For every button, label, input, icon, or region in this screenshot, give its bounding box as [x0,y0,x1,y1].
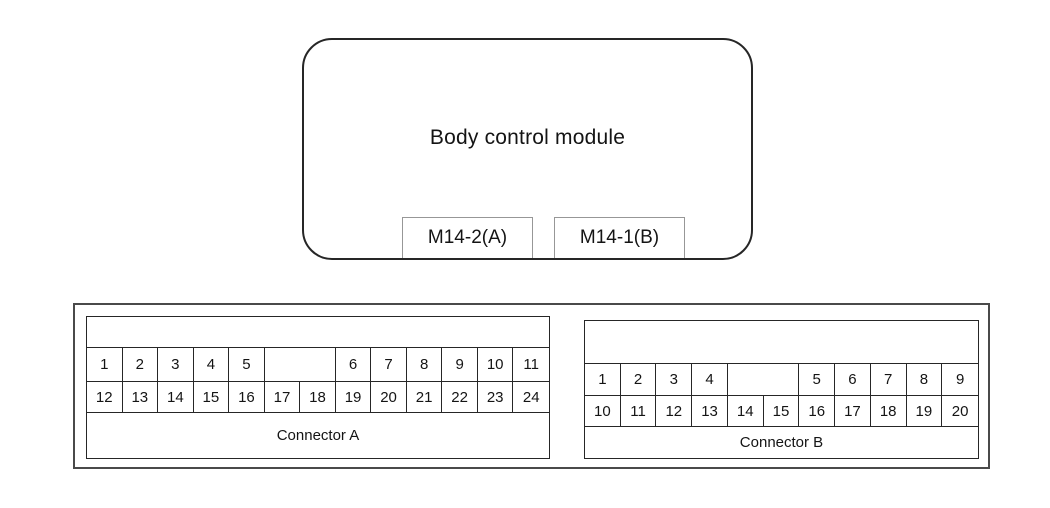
pin-cell-19: 19 [336,382,372,412]
connector-tag-m14-1b: M14-1(B) [554,217,685,258]
pin-cell-23: 23 [478,382,514,412]
pin-cell-7: 7 [371,348,407,381]
pin-cell-24: 24 [522,388,540,406]
pin-cell-18: 18 [300,382,336,412]
pin-cell-14: 14 [728,396,764,426]
pin-cell-16: 16 [799,396,836,426]
connector-b-label: Connector B [739,434,824,451]
module-title: Body control module [429,126,626,149]
pin-cell-18: 18 [871,396,907,426]
pin-cell-9: 9 [442,348,478,381]
pin-cell-1: 1 [585,364,621,395]
pin-cell-1: 1 [87,348,123,381]
pin-cell-13: 13 [123,382,159,412]
pin-cell-8: 8 [907,364,943,395]
pin-cell-12: 12 [87,382,123,412]
pin-cell-blank [265,348,336,381]
pin-cell-3: 3 [656,364,693,395]
pin-cell-15: 15 [764,396,800,426]
pin-cell-12: 12 [656,396,693,426]
pin-cell-11: 11 [621,396,657,426]
pin-cell-17: 17 [265,382,301,412]
pin-cell-6: 6 [835,364,871,395]
pin-cell-14: 14 [158,382,194,412]
body-control-module-box: Body control module M14-2(A) M14-1(B) [302,38,753,260]
pin-cell-16: 16 [229,382,265,412]
pin-cell-2: 2 [621,364,657,395]
pin-cell-13: 13 [692,396,728,426]
pin-cell-17: 17 [835,396,871,426]
pin-cell-11: 11 [523,356,539,373]
pin-cell-4: 4 [692,364,728,395]
connector-a-header-band [87,317,549,348]
pin-cell-10: 10 [585,396,621,426]
pin-cell-5: 5 [229,348,265,381]
pin-cell-19: 19 [907,396,943,426]
pin-cell-7: 7 [871,364,907,395]
pin-cell-6: 6 [336,348,372,381]
pin-cell-2: 2 [123,348,159,381]
connector-b-header-band [585,321,978,364]
pin-cell-10: 10 [478,348,514,381]
pin-cell-5: 5 [799,364,836,395]
pin-cell-blank [728,364,800,395]
pin-cell-9: 9 [955,371,965,388]
connector-a-label: Connector A [276,427,360,444]
pin-cell-4: 4 [194,348,230,381]
pin-cell-20: 20 [371,382,407,412]
connector-tag-m14-2a: M14-2(A) [402,217,533,258]
pin-cell-20: 20 [951,402,969,420]
pin-cell-15: 15 [194,382,230,412]
pin-cell-22: 22 [442,382,478,412]
pin-cell-3: 3 [158,348,194,381]
pin-cell-21: 21 [407,382,443,412]
pin-cell-8: 8 [407,348,443,381]
